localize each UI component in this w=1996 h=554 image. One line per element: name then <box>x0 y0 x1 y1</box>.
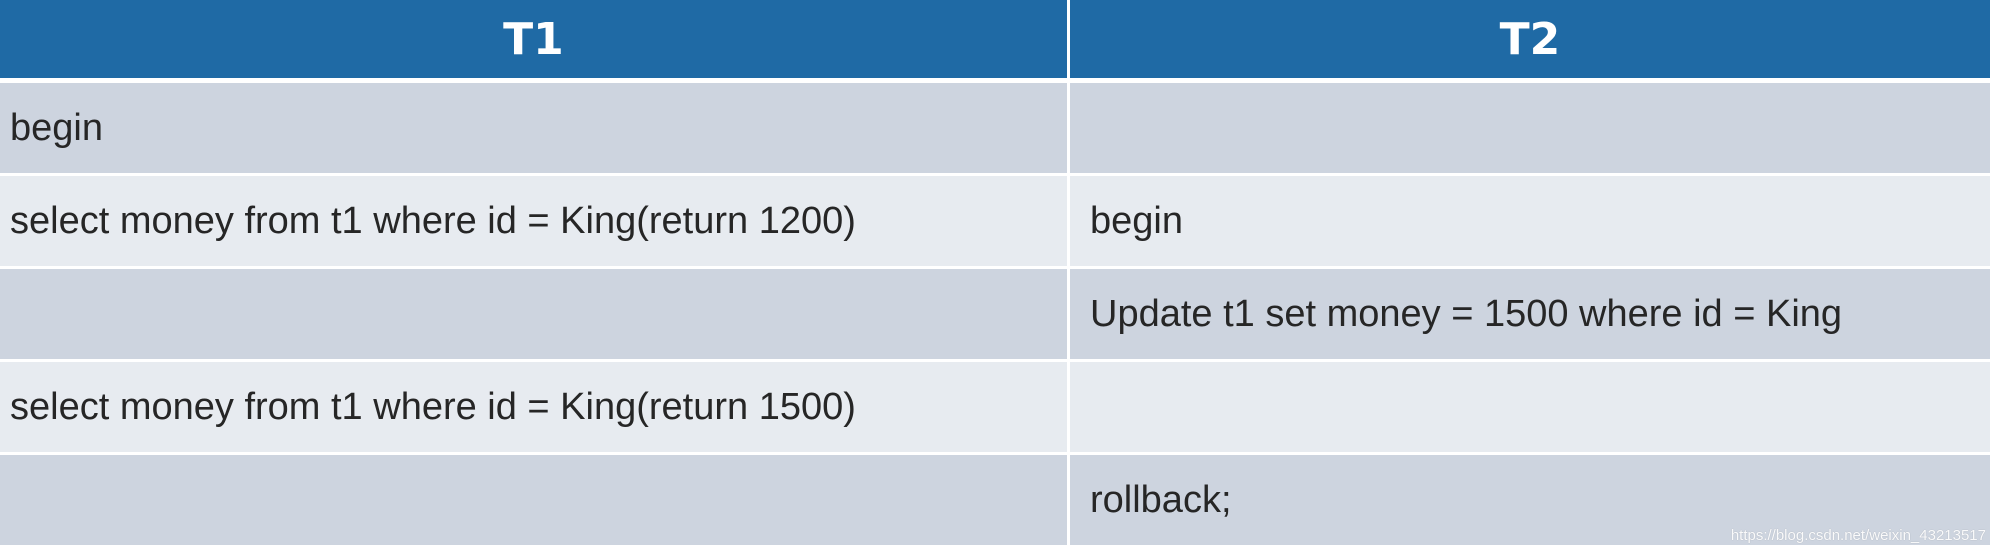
table-cell-t1 <box>0 269 1070 362</box>
table-cell-t2: begin <box>1070 176 1990 269</box>
table-cell-t2 <box>1070 362 1990 455</box>
table-row: Update t1 set money = 1500 where id = Ki… <box>0 269 1990 362</box>
table-cell-t1: select money from t1 where id = King(ret… <box>0 176 1070 269</box>
watermark-text: https://blog.csdn.net/weixin_43213517 <box>1730 527 1986 544</box>
table-cell-t1: begin <box>0 83 1070 176</box>
column-header-t2: T2 <box>1070 0 1990 83</box>
table-row: select money from t1 where id = King(ret… <box>0 362 1990 455</box>
column-header-t1: T1 <box>0 0 1070 83</box>
table-cell-t1 <box>0 455 1070 548</box>
table-cell-t1: select money from t1 where id = King(ret… <box>0 362 1070 455</box>
table-row: select money from t1 where id = King(ret… <box>0 176 1990 269</box>
table-cell-t2: Update t1 set money = 1500 where id = Ki… <box>1070 269 1990 362</box>
table-header-row: T1 T2 <box>0 0 1990 83</box>
table-row: begin <box>0 83 1990 176</box>
table-cell-t2 <box>1070 83 1990 176</box>
table-row: rollback; <box>0 455 1990 548</box>
table-cell-t2: rollback; <box>1070 455 1990 548</box>
